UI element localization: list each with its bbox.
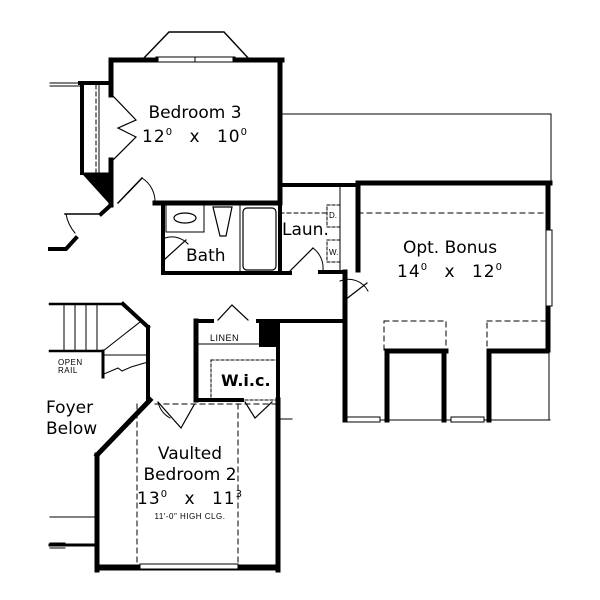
closet-bifold-door: [112, 95, 138, 161]
laundry-walls: [278, 182, 361, 274]
bedroom3-dimensions: 120 x 100: [142, 126, 248, 147]
stair-open-rail: [48, 301, 151, 402]
linen-label: LINEN: [210, 333, 240, 343]
ceiling-height-note: 11'-0" HIGH CLG.: [154, 511, 226, 521]
bedroom2-walls: [48, 396, 293, 573]
bedroom2-label: Vaulted Bedroom 2 130 x 113 11'-0" HIGH …: [130, 445, 250, 521]
attic-outline: [281, 113, 552, 183]
hall-closet: [48, 81, 156, 251]
laundry-label: Laun.: [282, 220, 329, 240]
wic-label: W.i.c.: [221, 371, 271, 390]
washer-label: W.: [329, 248, 339, 257]
bonus-room-name: Opt. Bonus: [402, 238, 498, 258]
dryer-label: D.: [329, 211, 337, 220]
bath-fixtures: [161, 201, 292, 275]
bedroom2-dimensions: 130 x 113: [137, 488, 243, 509]
bath-label: Bath: [186, 246, 226, 266]
bonus-room-dimensions: 140 x 120: [397, 261, 503, 282]
bedroom3-walls: [108, 57, 285, 208]
foyer-below-label: Foyer Below: [46, 398, 98, 440]
bonus-room-walls: [339, 180, 553, 423]
bedroom3-label: Bedroom 3 120 x 100: [140, 103, 250, 147]
bedroom3-name: Bedroom 3: [148, 103, 242, 123]
bonus-room-label: Opt. Bonus 140 x 120: [390, 238, 510, 282]
open-rail-label: OPEN RAIL: [58, 358, 83, 376]
